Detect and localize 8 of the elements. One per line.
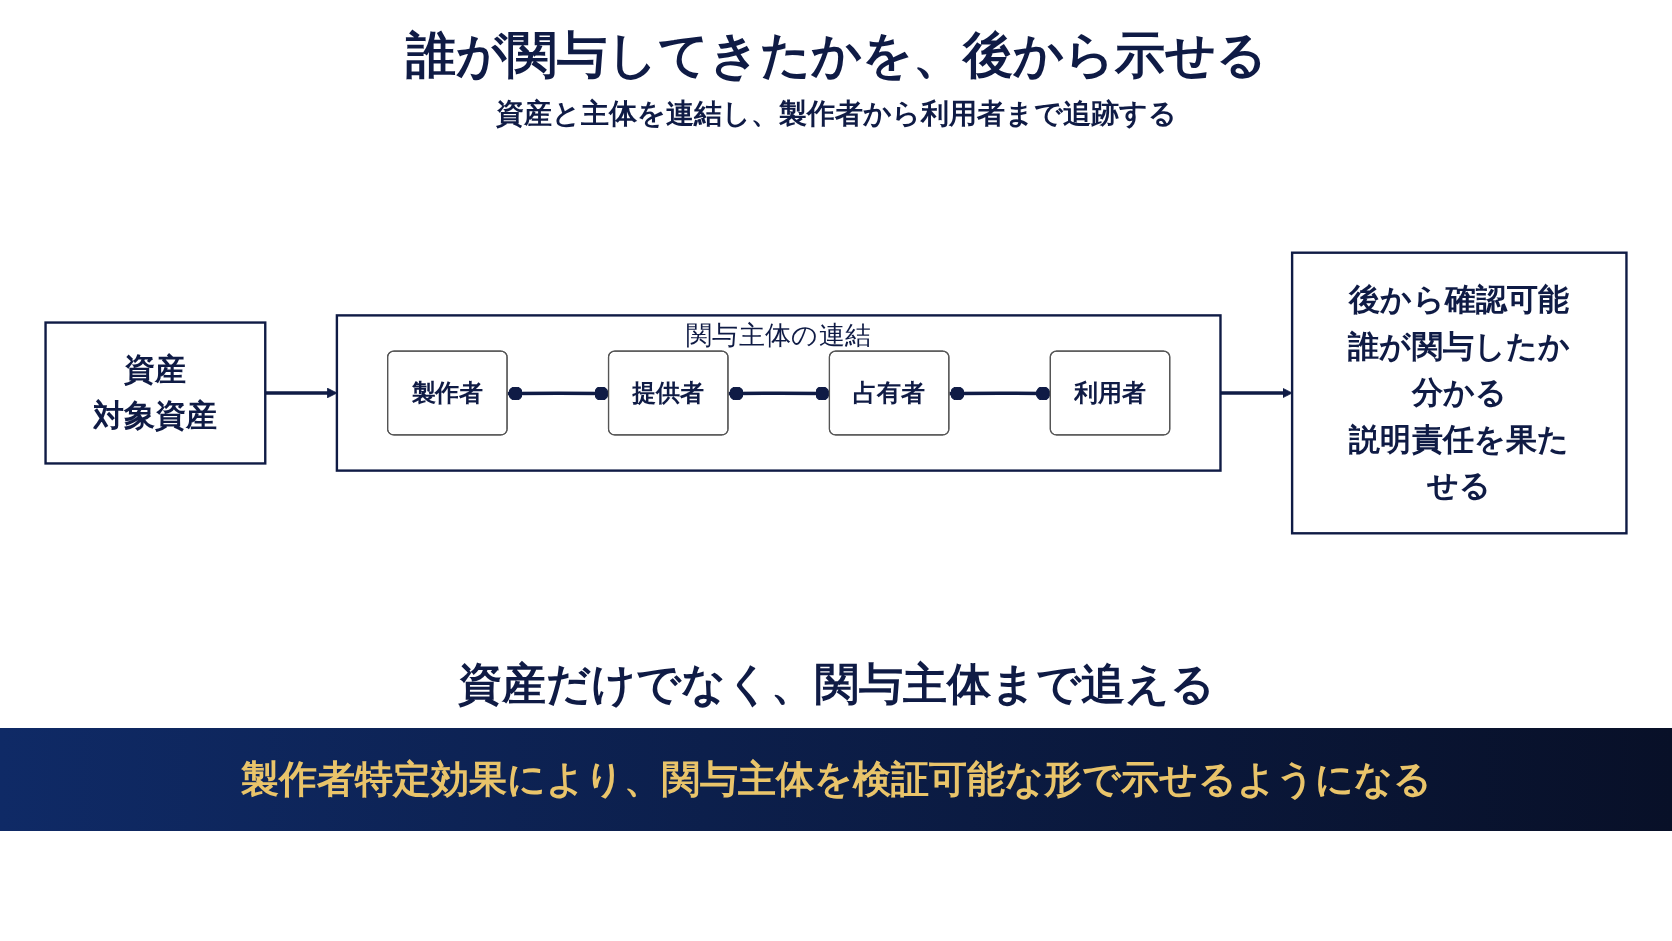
node-box: 資産 対象資産 [44, 321, 267, 465]
subtitle: 資産と主体を連結し、製作者から利用者まで追跡する [494, 96, 1178, 132]
node-box: 後から確認可能 誰が関与したか分かる 説明責任を果たせる [1290, 251, 1628, 535]
summary-text: 資産だけでなく、関与主体まで追える [456, 657, 1216, 711]
title: 誰が関与してきたかを、後から示せる [404, 25, 1268, 86]
arrow [1220, 387, 1293, 399]
connector [949, 386, 1051, 401]
banner: 製作者特定効果により、関与主体を検証可能な形で示せるようになる [0, 728, 1672, 831]
